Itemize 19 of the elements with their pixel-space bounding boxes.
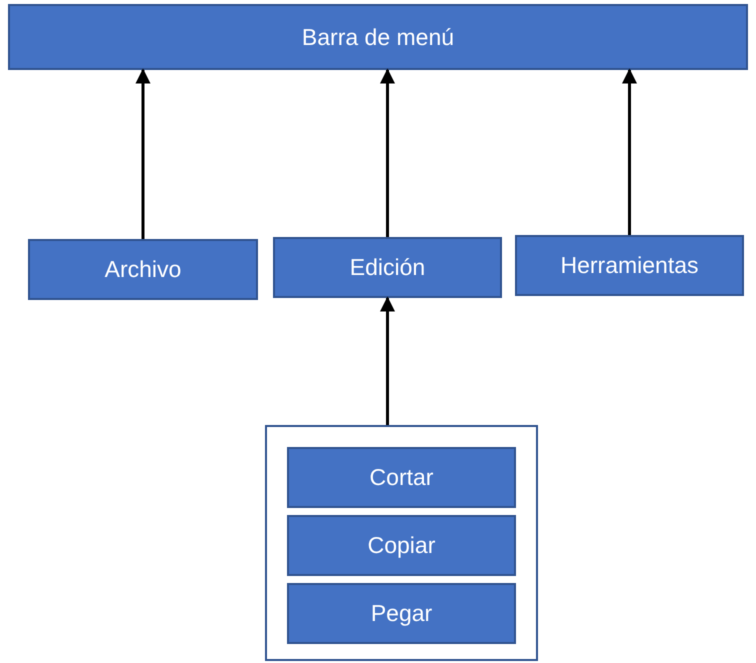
menu-label: Pegar <box>370 600 432 627</box>
menu-box <box>8 4 748 70</box>
arrow <box>380 68 395 237</box>
menu-label: Copiar <box>368 532 436 559</box>
menu-box <box>287 515 516 576</box>
menu-box <box>28 239 258 300</box>
menu-label: Edición <box>350 254 426 281</box>
menu-label: Barra de menú <box>302 24 454 50</box>
menu-box <box>287 447 516 508</box>
arrow <box>622 68 637 235</box>
arrow <box>136 68 150 239</box>
menu-box <box>273 237 502 298</box>
menu-label: Archivo <box>104 256 182 283</box>
group-box <box>265 425 538 661</box>
menu-label: Herramientas <box>560 252 699 279</box>
menu-box <box>287 583 516 644</box>
menu-label: Cortar <box>370 464 434 491</box>
menu-box <box>515 235 744 296</box>
arrow <box>380 296 395 425</box>
